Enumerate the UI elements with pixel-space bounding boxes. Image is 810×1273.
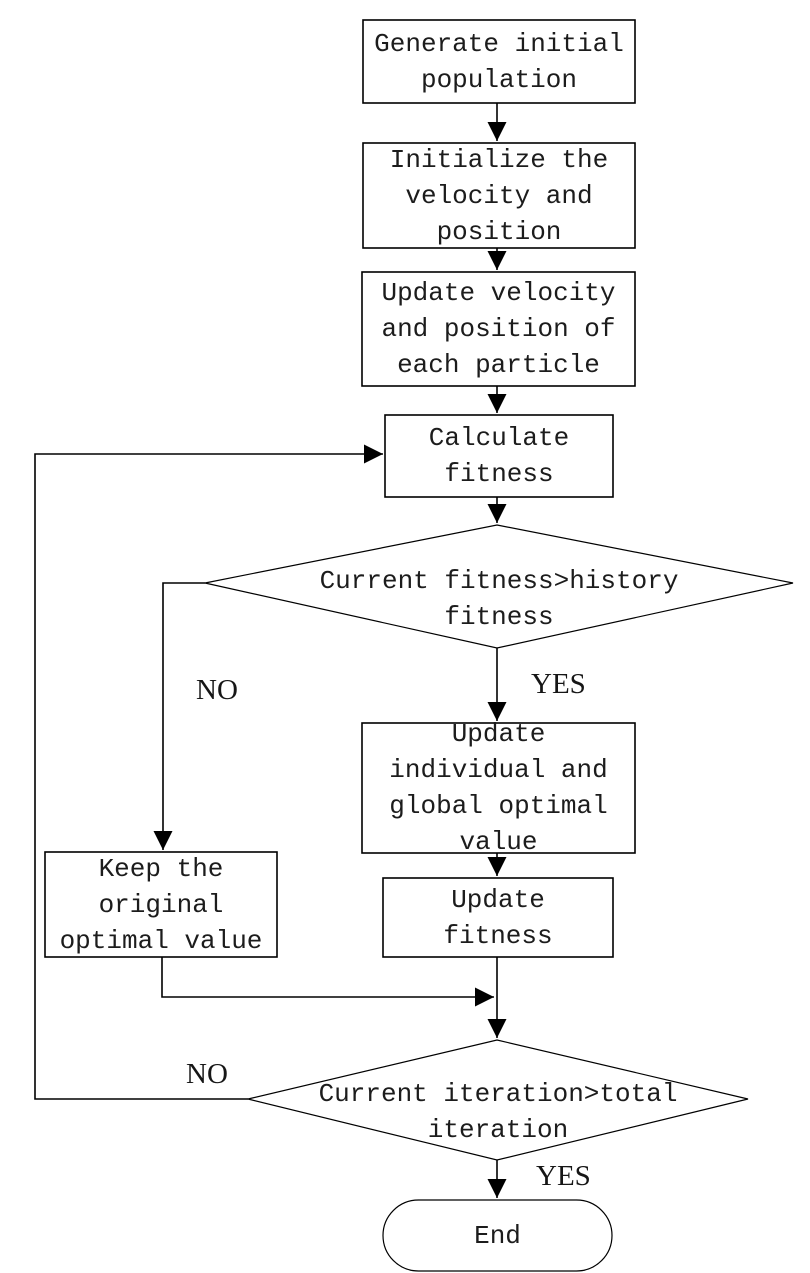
- box-update-velocity: [361, 271, 636, 387]
- diamond-iteration-decision: [247, 1039, 749, 1161]
- edge-iteration-no-loopback: [34, 444, 383, 1100]
- box-update-optimal: [361, 722, 636, 854]
- box-initialize-velocity: [362, 142, 636, 249]
- box-generate-population: [362, 19, 636, 104]
- edge-keeporiginal-merge: [161, 957, 494, 1007]
- box-update-fitness: [382, 877, 614, 958]
- terminator-end: [382, 1199, 613, 1272]
- box-keep-original: [44, 851, 278, 958]
- edge-decision-no-to-keeporiginal: [153, 582, 205, 850]
- diamond-fitness-decision: [204, 524, 794, 649]
- box-calculate-fitness: [384, 414, 614, 498]
